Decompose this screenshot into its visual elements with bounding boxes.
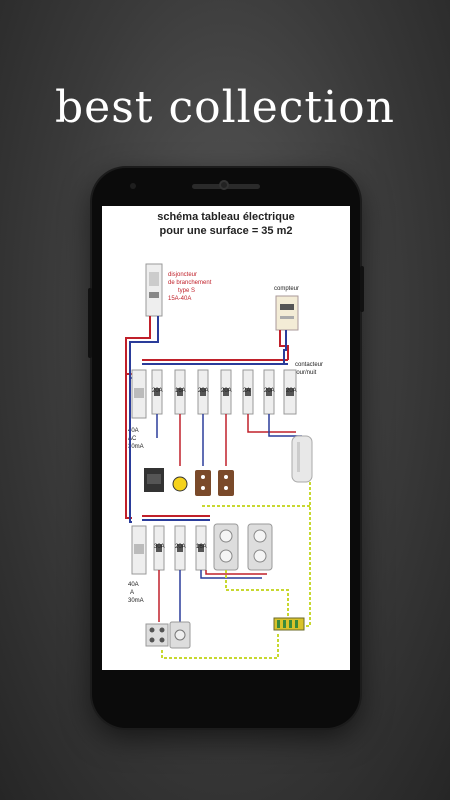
proximity-sensor (130, 183, 136, 189)
breaker-label: 20A (286, 388, 297, 394)
phone-mockup: schéma tableau électrique pour une surfa… (88, 168, 364, 728)
main-breaker-label-2: de branchement (168, 280, 212, 286)
breaker-label: 2A (243, 388, 250, 394)
main-breaker (145, 263, 163, 317)
volume-button (88, 288, 92, 358)
breaker-row-1 (151, 369, 297, 415)
differential-1-label-3: 30mA (128, 444, 144, 450)
diagram-title-line1: schéma tableau électrique (157, 211, 295, 223)
breaker-label: 20A (152, 388, 163, 394)
differential-1-label-1: 40A (128, 428, 139, 434)
diagram-title-line2: pour une surface = 35 m2 (160, 225, 293, 237)
main-breaker-label-4: 15A-40A (168, 296, 191, 302)
meter-label: compteur (274, 286, 299, 292)
breaker-label: 20A (175, 544, 186, 550)
contactor-label-1: contacteur (295, 362, 323, 368)
earth-terminal-block (273, 617, 305, 631)
double-socket-icon (247, 523, 273, 571)
front-camera (219, 180, 229, 190)
phone-screen[interactable]: schéma tableau électrique pour une surfa… (102, 206, 350, 670)
oven-icon (144, 468, 164, 492)
breaker-row-2 (153, 525, 207, 571)
breaker-label: 20A (221, 388, 232, 394)
differential-switch-1 (131, 369, 147, 419)
breaker-label: 16A (196, 544, 207, 550)
differential-2-label-3: 30mA (128, 598, 144, 604)
breaker-label: 16A (175, 388, 186, 394)
main-breaker-label-3: type S (178, 288, 195, 294)
single-socket-icon (169, 621, 191, 649)
differential-2-label-1: 40A (128, 582, 139, 588)
electric-meter (275, 295, 299, 331)
contactor-label-2: jour/nuit (294, 370, 317, 376)
double-socket-icon (213, 523, 239, 571)
breaker-label: 20A (264, 388, 275, 394)
headline-text: best collection (55, 82, 395, 133)
differential-2-label-2: A (130, 590, 134, 596)
contactor (283, 369, 297, 415)
differential-switch-2 (131, 525, 147, 575)
socket-icon (195, 470, 211, 496)
lamp-icon (172, 476, 188, 492)
socket-icon (218, 470, 234, 496)
water-heater-icon (291, 435, 313, 483)
breaker-label: 30A (154, 544, 165, 550)
differential-1-label-2: AC (128, 436, 137, 442)
multi-socket-icon (145, 623, 169, 647)
electrical-panel-diagram: schéma tableau électrique pour une surfa… (125, 211, 323, 659)
breaker-label: 20A (198, 388, 209, 394)
power-button (360, 266, 364, 312)
main-breaker-label-1: disjoncteur (168, 272, 197, 278)
